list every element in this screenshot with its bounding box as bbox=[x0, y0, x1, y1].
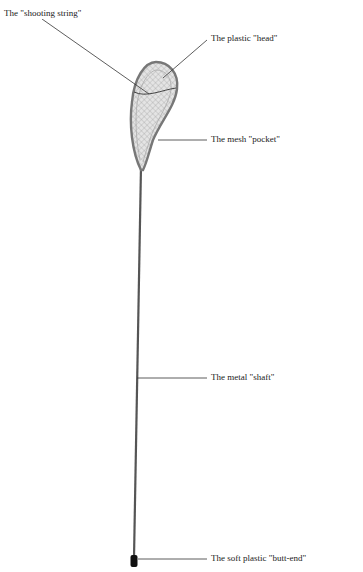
mesh-pocket bbox=[136, 70, 171, 162]
butt-end bbox=[131, 555, 138, 567]
part-label: The metal "shaft" bbox=[210, 372, 275, 383]
part-label: The "shooting string" bbox=[3, 8, 82, 19]
part-label: The plastic "head" bbox=[210, 33, 278, 44]
part-label: The soft plastic "butt-end" bbox=[210, 553, 307, 564]
leader-line bbox=[137, 378, 207, 379]
metal-shaft bbox=[134, 166, 141, 558]
leader-line bbox=[163, 40, 207, 78]
leader-line bbox=[138, 559, 207, 560]
leader-line bbox=[42, 19, 149, 94]
part-label: The mesh "pocket" bbox=[210, 134, 281, 145]
plastic-head bbox=[131, 62, 177, 170]
leader-line bbox=[158, 140, 207, 141]
shooting-string bbox=[134, 88, 176, 94]
